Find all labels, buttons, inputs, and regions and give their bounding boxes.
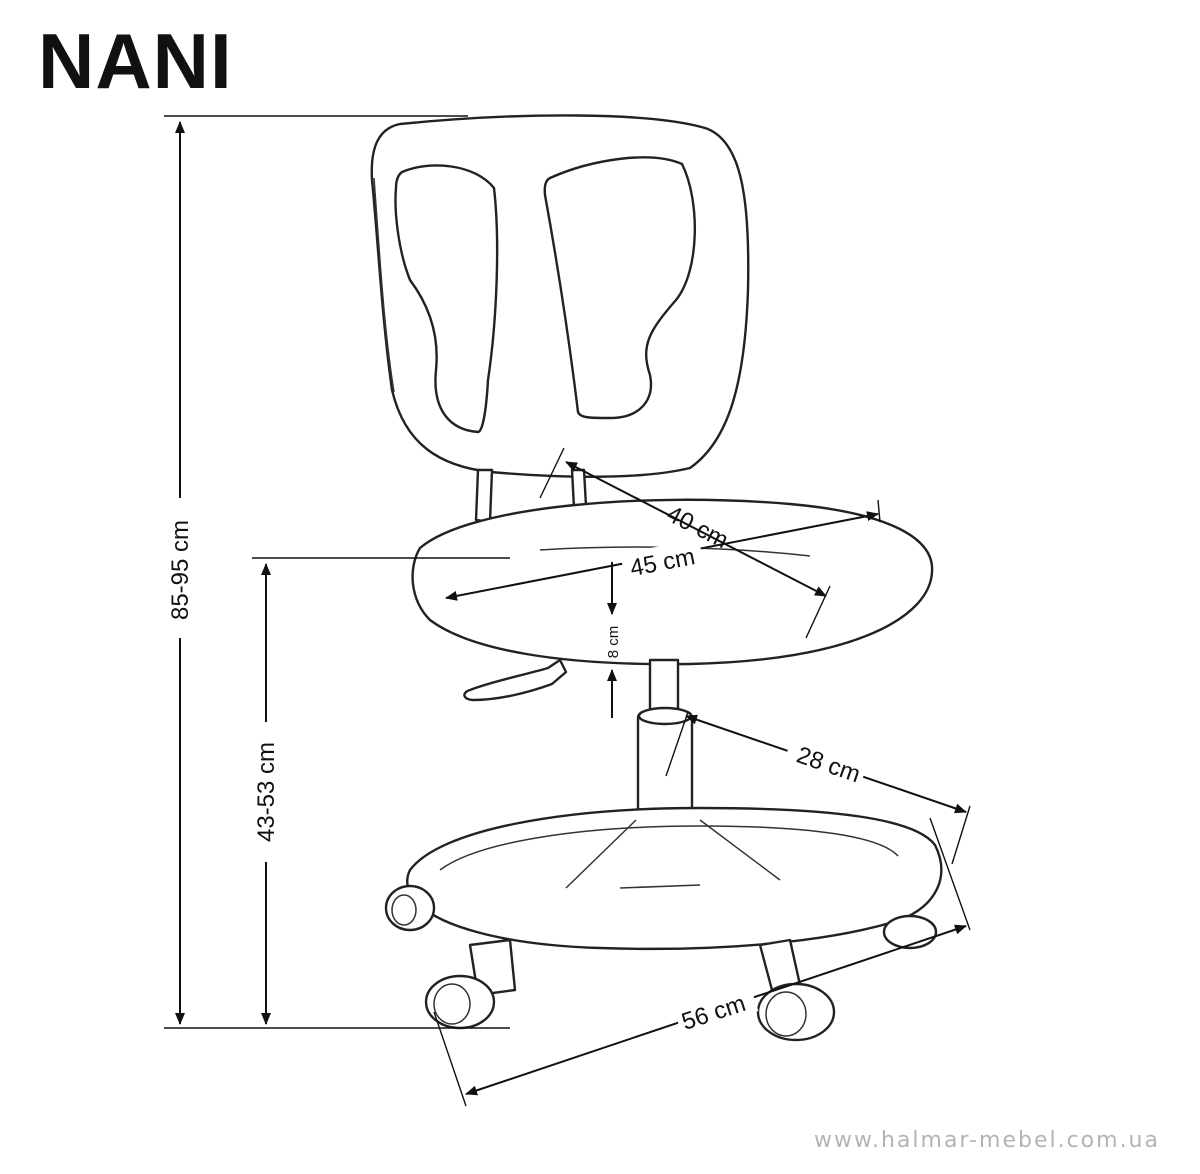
gas-cylinder [636, 658, 694, 822]
seat-height-label: 43-53 cm [253, 742, 280, 842]
seat-thickness-label: 8 cm [605, 626, 622, 659]
caster-back [882, 914, 938, 950]
total-height-label: 85-95 cm [167, 520, 194, 620]
watermark-url: www.halmar-mebel.com.ua [814, 1128, 1160, 1153]
footrest-ring [406, 806, 943, 951]
caster-left [384, 884, 436, 932]
backrest [370, 114, 750, 478]
gas-lever [463, 658, 568, 702]
product-title: NANI [38, 17, 233, 105]
chair-illustration [370, 114, 943, 1042]
